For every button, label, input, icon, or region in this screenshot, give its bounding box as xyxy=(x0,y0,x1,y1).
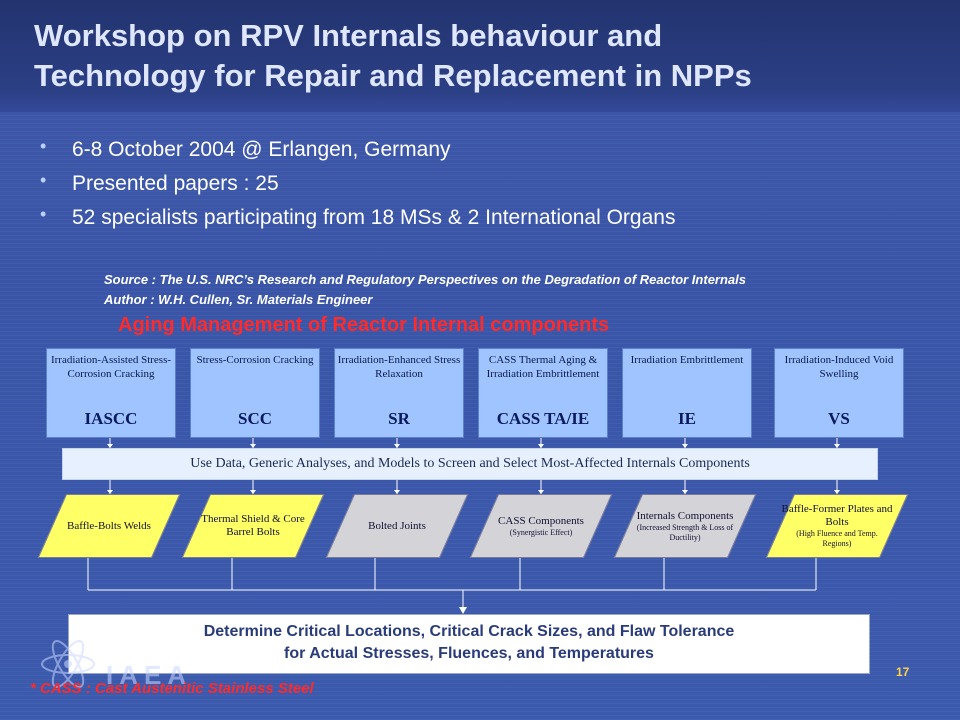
component-note: (Synergistic Effect) xyxy=(509,527,573,537)
component-label: Baffle-Former Plates and Bolts xyxy=(781,503,893,528)
author-line: Author : W.H. Cullen, Sr. Materials Engi… xyxy=(104,292,373,307)
mechanism-box-ie: Irradiation Embrittlement IE xyxy=(622,348,752,438)
component-cass: CASS Components (Synergistic Effect) xyxy=(469,494,613,558)
page-number: 17 xyxy=(896,665,910,679)
mechanism-box-cass: CASS Thermal Aging & Irradiation Embritt… xyxy=(478,348,608,438)
component-label: Thermal Shield & Core Barrel Bolts xyxy=(201,513,305,538)
component-label: Baffle-Bolts Welds xyxy=(67,519,151,532)
title-line-1: Workshop on RPV Internals behaviour and xyxy=(34,18,663,53)
mechanism-abbreviation: SR xyxy=(388,409,410,428)
bullet-item: •6-8 October 2004 @ Erlangen, Germany xyxy=(40,136,451,161)
bullet-item: •Presented papers : 25 xyxy=(40,170,279,195)
mechanism-abbreviation: IASCC xyxy=(84,409,138,428)
mechanism-abbreviation: CASS TA/IE xyxy=(496,409,590,428)
component-baffle-former: Baffle-Former Plates and Bolts (High Flu… xyxy=(765,494,909,558)
mechanism-abbreviation: SCC xyxy=(237,409,272,428)
bullet-list: •6-8 October 2004 @ Erlangen, Germany •P… xyxy=(40,136,676,240)
atom-icon xyxy=(41,640,95,688)
mechanism-description: Stress-Corrosion Cracking xyxy=(196,354,314,366)
iaea-logo: IAEA xyxy=(36,634,236,694)
component-label: Internals Components xyxy=(636,509,734,522)
bullet-icon: • xyxy=(40,204,47,224)
slide-title: Workshop on RPV Internals behaviour and … xyxy=(34,16,934,96)
bullet-item: •52 specialists participating from 18 MS… xyxy=(40,204,676,229)
component-bolted-joints: Bolted Joints xyxy=(325,494,469,558)
title-bar xyxy=(0,0,960,112)
screening-step: Use Data, Generic Analyses, and Models t… xyxy=(62,448,878,480)
mechanism-description: CASS Thermal Aging & Irradiation Embritt… xyxy=(486,354,600,380)
result-line-1: Determine Critical Locations, Critical C… xyxy=(203,623,735,640)
source-citation: Source : The U.S. NRC’s Research and Reg… xyxy=(104,270,746,310)
mechanism-abbreviation: IE xyxy=(678,409,696,428)
result-step: Determine Critical Locations, Critical C… xyxy=(68,614,870,674)
component-internals: Internals Components (Increased Strength… xyxy=(613,494,757,558)
mechanism-box-sr: Irradiation-Enhanced Stress Relaxation S… xyxy=(334,348,464,438)
mechanism-description: Irradiation-Induced Void Swelling xyxy=(784,354,894,380)
diagram-title: Aging Management of Reactor Internal com… xyxy=(118,314,610,336)
bullet-icon: • xyxy=(40,136,47,156)
title-line-2: Technology for Repair and Replacement in… xyxy=(34,58,752,93)
source-line: Source : The U.S. NRC’s Research and Reg… xyxy=(104,272,746,287)
mechanism-description: Irradiation Embrittlement xyxy=(630,354,744,366)
result-line-2: for Actual Stresses, Fluences, and Tempe… xyxy=(284,645,654,662)
footnote: * CASS : Cast Austenitic Stainless Steel xyxy=(30,680,314,697)
mechanism-description: Irradiation-Enhanced Stress Relaxation xyxy=(337,354,461,380)
mechanism-box-iascc: Irradiation-Assisted Stress-Corrosion Cr… xyxy=(46,348,176,438)
mechanism-abbreviation: VS xyxy=(828,409,850,428)
mechanism-description: Irradiation-Assisted Stress-Corrosion Cr… xyxy=(50,354,172,380)
component-note: (Increased Strength & Loss of Ductility) xyxy=(636,522,734,542)
component-note: (High Fluence and Temp. Regions) xyxy=(796,529,878,548)
component-label: CASS Components xyxy=(498,514,584,527)
bullet-icon: • xyxy=(40,170,47,190)
logo-text: IAEA xyxy=(106,660,193,690)
component-thermal-shield: Thermal Shield & Core Barrel Bolts xyxy=(181,494,325,558)
mechanism-box-vs: Irradiation-Induced Void Swelling VS xyxy=(774,348,904,438)
mechanism-box-scc: Stress-Corrosion Cracking SCC xyxy=(190,348,320,438)
component-baffle-bolts: Baffle-Bolts Welds xyxy=(37,494,181,558)
component-label: Bolted Joints xyxy=(368,519,426,532)
